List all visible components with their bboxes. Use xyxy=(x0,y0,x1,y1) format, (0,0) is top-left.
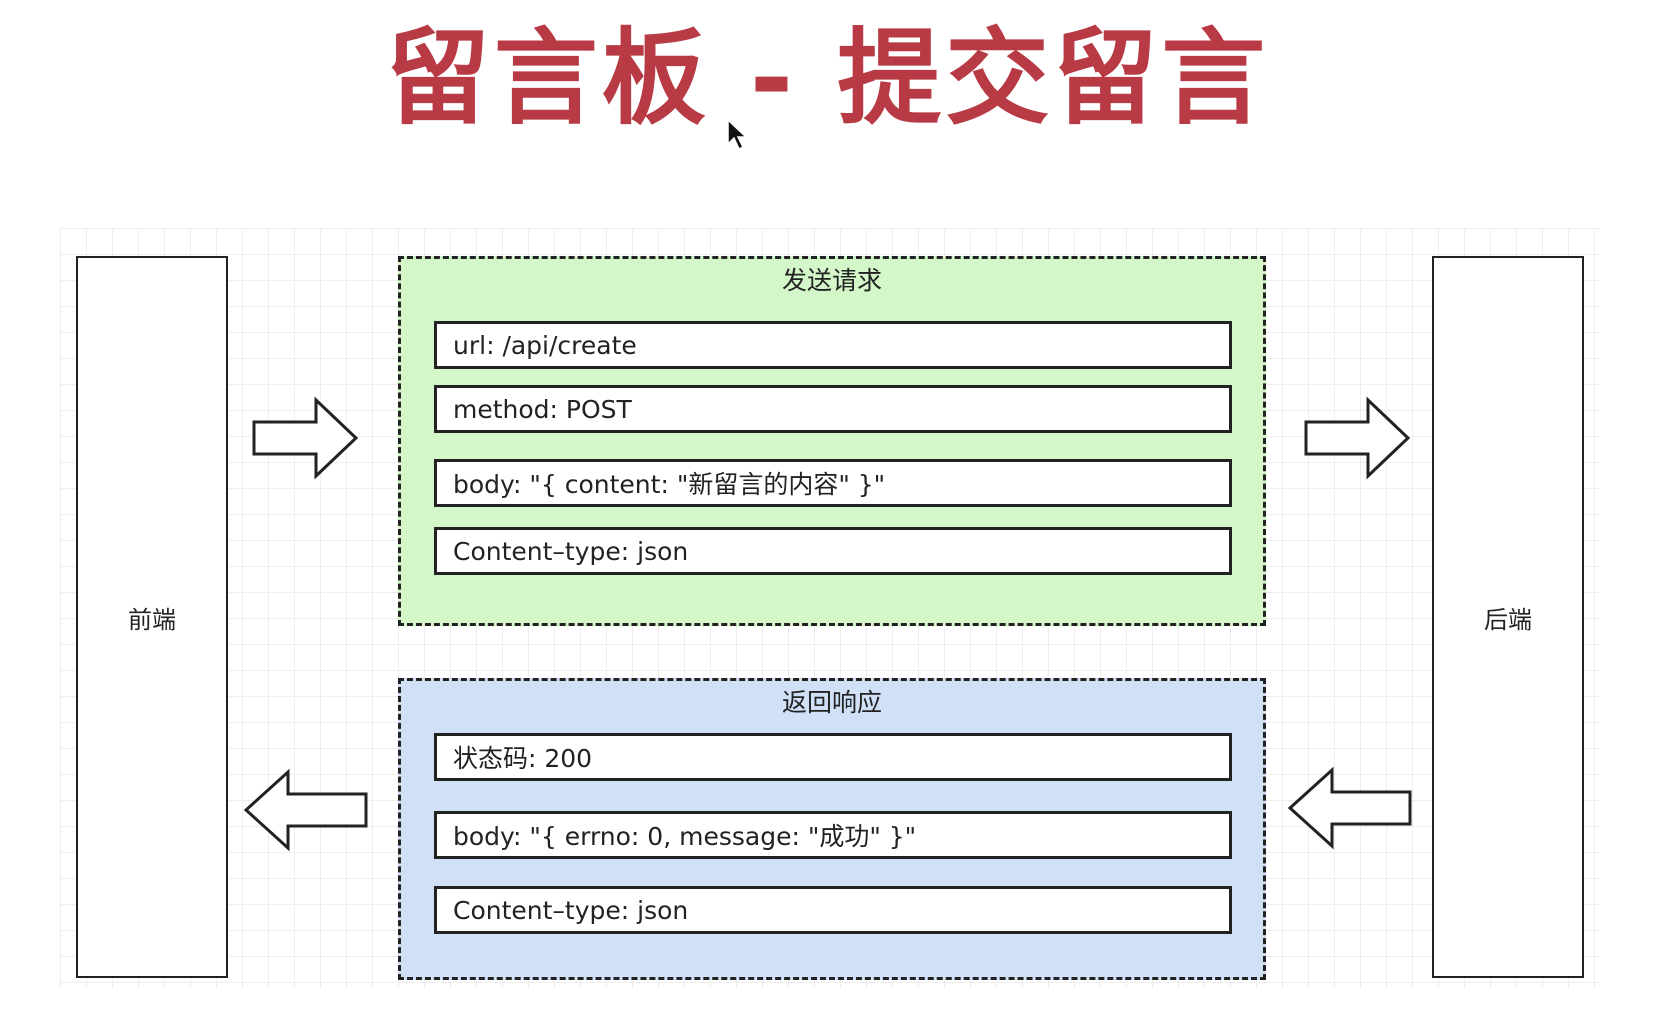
arrow-left-to-frontend xyxy=(243,768,368,852)
request-panel-title: 发送请求 xyxy=(781,266,882,295)
response-body-field: body: "{ errno: 0, message: "成功" }" xyxy=(434,811,1232,859)
page-title: 留言板 - 提交留言 xyxy=(385,17,1270,139)
backend-label: 后端 xyxy=(1484,605,1532,634)
response-panel: 返回响应 状态码: 200 body: "{ errno: 0, message… xyxy=(398,678,1266,980)
request-url-field: url: /api/create xyxy=(434,321,1232,369)
mouse-cursor-icon xyxy=(727,118,748,151)
request-method-field: method: POST xyxy=(434,385,1232,433)
request-panel: 发送请求 url: /api/create method: POST body:… xyxy=(398,256,1266,626)
arrow-right-to-request xyxy=(252,396,359,480)
arrow-left-to-response xyxy=(1287,766,1412,850)
arrow-right-to-backend xyxy=(1304,396,1411,480)
response-content-type-field: Content–type: json xyxy=(434,886,1232,934)
request-content-type-field: Content–type: json xyxy=(434,527,1232,575)
backend-box: 后端 xyxy=(1432,256,1584,978)
response-status-field: 状态码: 200 xyxy=(434,733,1232,781)
frontend-box: 前端 xyxy=(76,256,228,978)
response-panel-title: 返回响应 xyxy=(781,688,882,717)
request-body-field: body: "{ content: "新留言的内容" }" xyxy=(434,459,1232,507)
frontend-label: 前端 xyxy=(128,605,176,634)
